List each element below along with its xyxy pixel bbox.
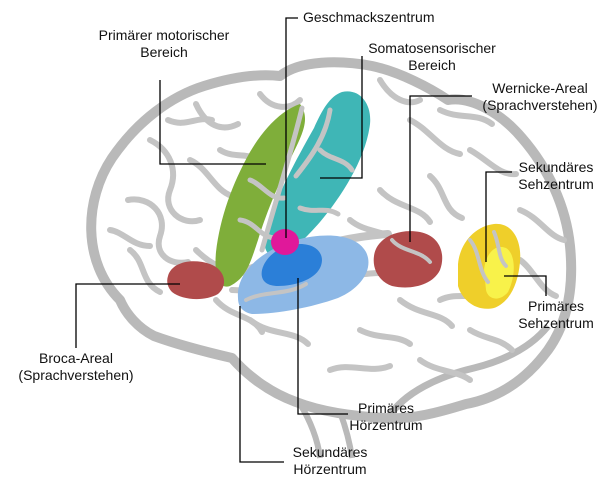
label-auditory-primary-line2: Hörzentrum xyxy=(336,417,436,434)
label-broca: Broca-Areal (Sprachverstehen) xyxy=(2,350,150,384)
label-auditory-secondary: Sekundäres Hörzentrum xyxy=(272,444,388,478)
label-taste: Geschmackszentrum xyxy=(303,9,463,26)
label-visual-secondary-line2: Sehzentrum xyxy=(508,176,604,193)
label-auditory-secondary-line1: Sekundäres xyxy=(272,444,388,461)
label-auditory-primary-line1: Primäres xyxy=(336,400,436,417)
label-broca-line1: Broca-Areal xyxy=(2,350,150,367)
label-motor-line2: Bereich xyxy=(84,44,244,61)
label-somatosensory-line2: Bereich xyxy=(352,57,512,74)
label-motor: Primärer motorischer Bereich xyxy=(84,27,244,61)
label-motor-line1: Primärer motorischer xyxy=(84,27,244,44)
label-wernicke-line1: Wernicke-Areal xyxy=(472,80,608,97)
label-somatosensory-line1: Somatosensorischer xyxy=(352,40,512,57)
label-visual-primary-line2: Sehzentrum xyxy=(508,315,604,332)
label-visual-primary: Primäres Sehzentrum xyxy=(508,298,604,332)
broca-area xyxy=(167,261,224,299)
label-broca-line2: (Sprachverstehen) xyxy=(2,367,150,384)
taste-area xyxy=(271,229,299,255)
label-auditory-secondary-line2: Hörzentrum xyxy=(272,461,388,478)
label-visual-primary-line1: Primäres xyxy=(508,298,604,315)
label-somatosensory: Somatosensorischer Bereich xyxy=(352,40,512,74)
wernicke-area xyxy=(374,231,443,287)
label-auditory-primary: Primäres Hörzentrum xyxy=(336,400,436,434)
label-visual-secondary: Sekundäres Sehzentrum xyxy=(508,159,604,193)
label-taste-line1: Geschmackszentrum xyxy=(303,9,463,26)
label-wernicke-line2: (Sprachverstehen) xyxy=(472,97,608,114)
label-wernicke: Wernicke-Areal (Sprachverstehen) xyxy=(472,80,608,114)
label-visual-secondary-line1: Sekundäres xyxy=(508,159,604,176)
